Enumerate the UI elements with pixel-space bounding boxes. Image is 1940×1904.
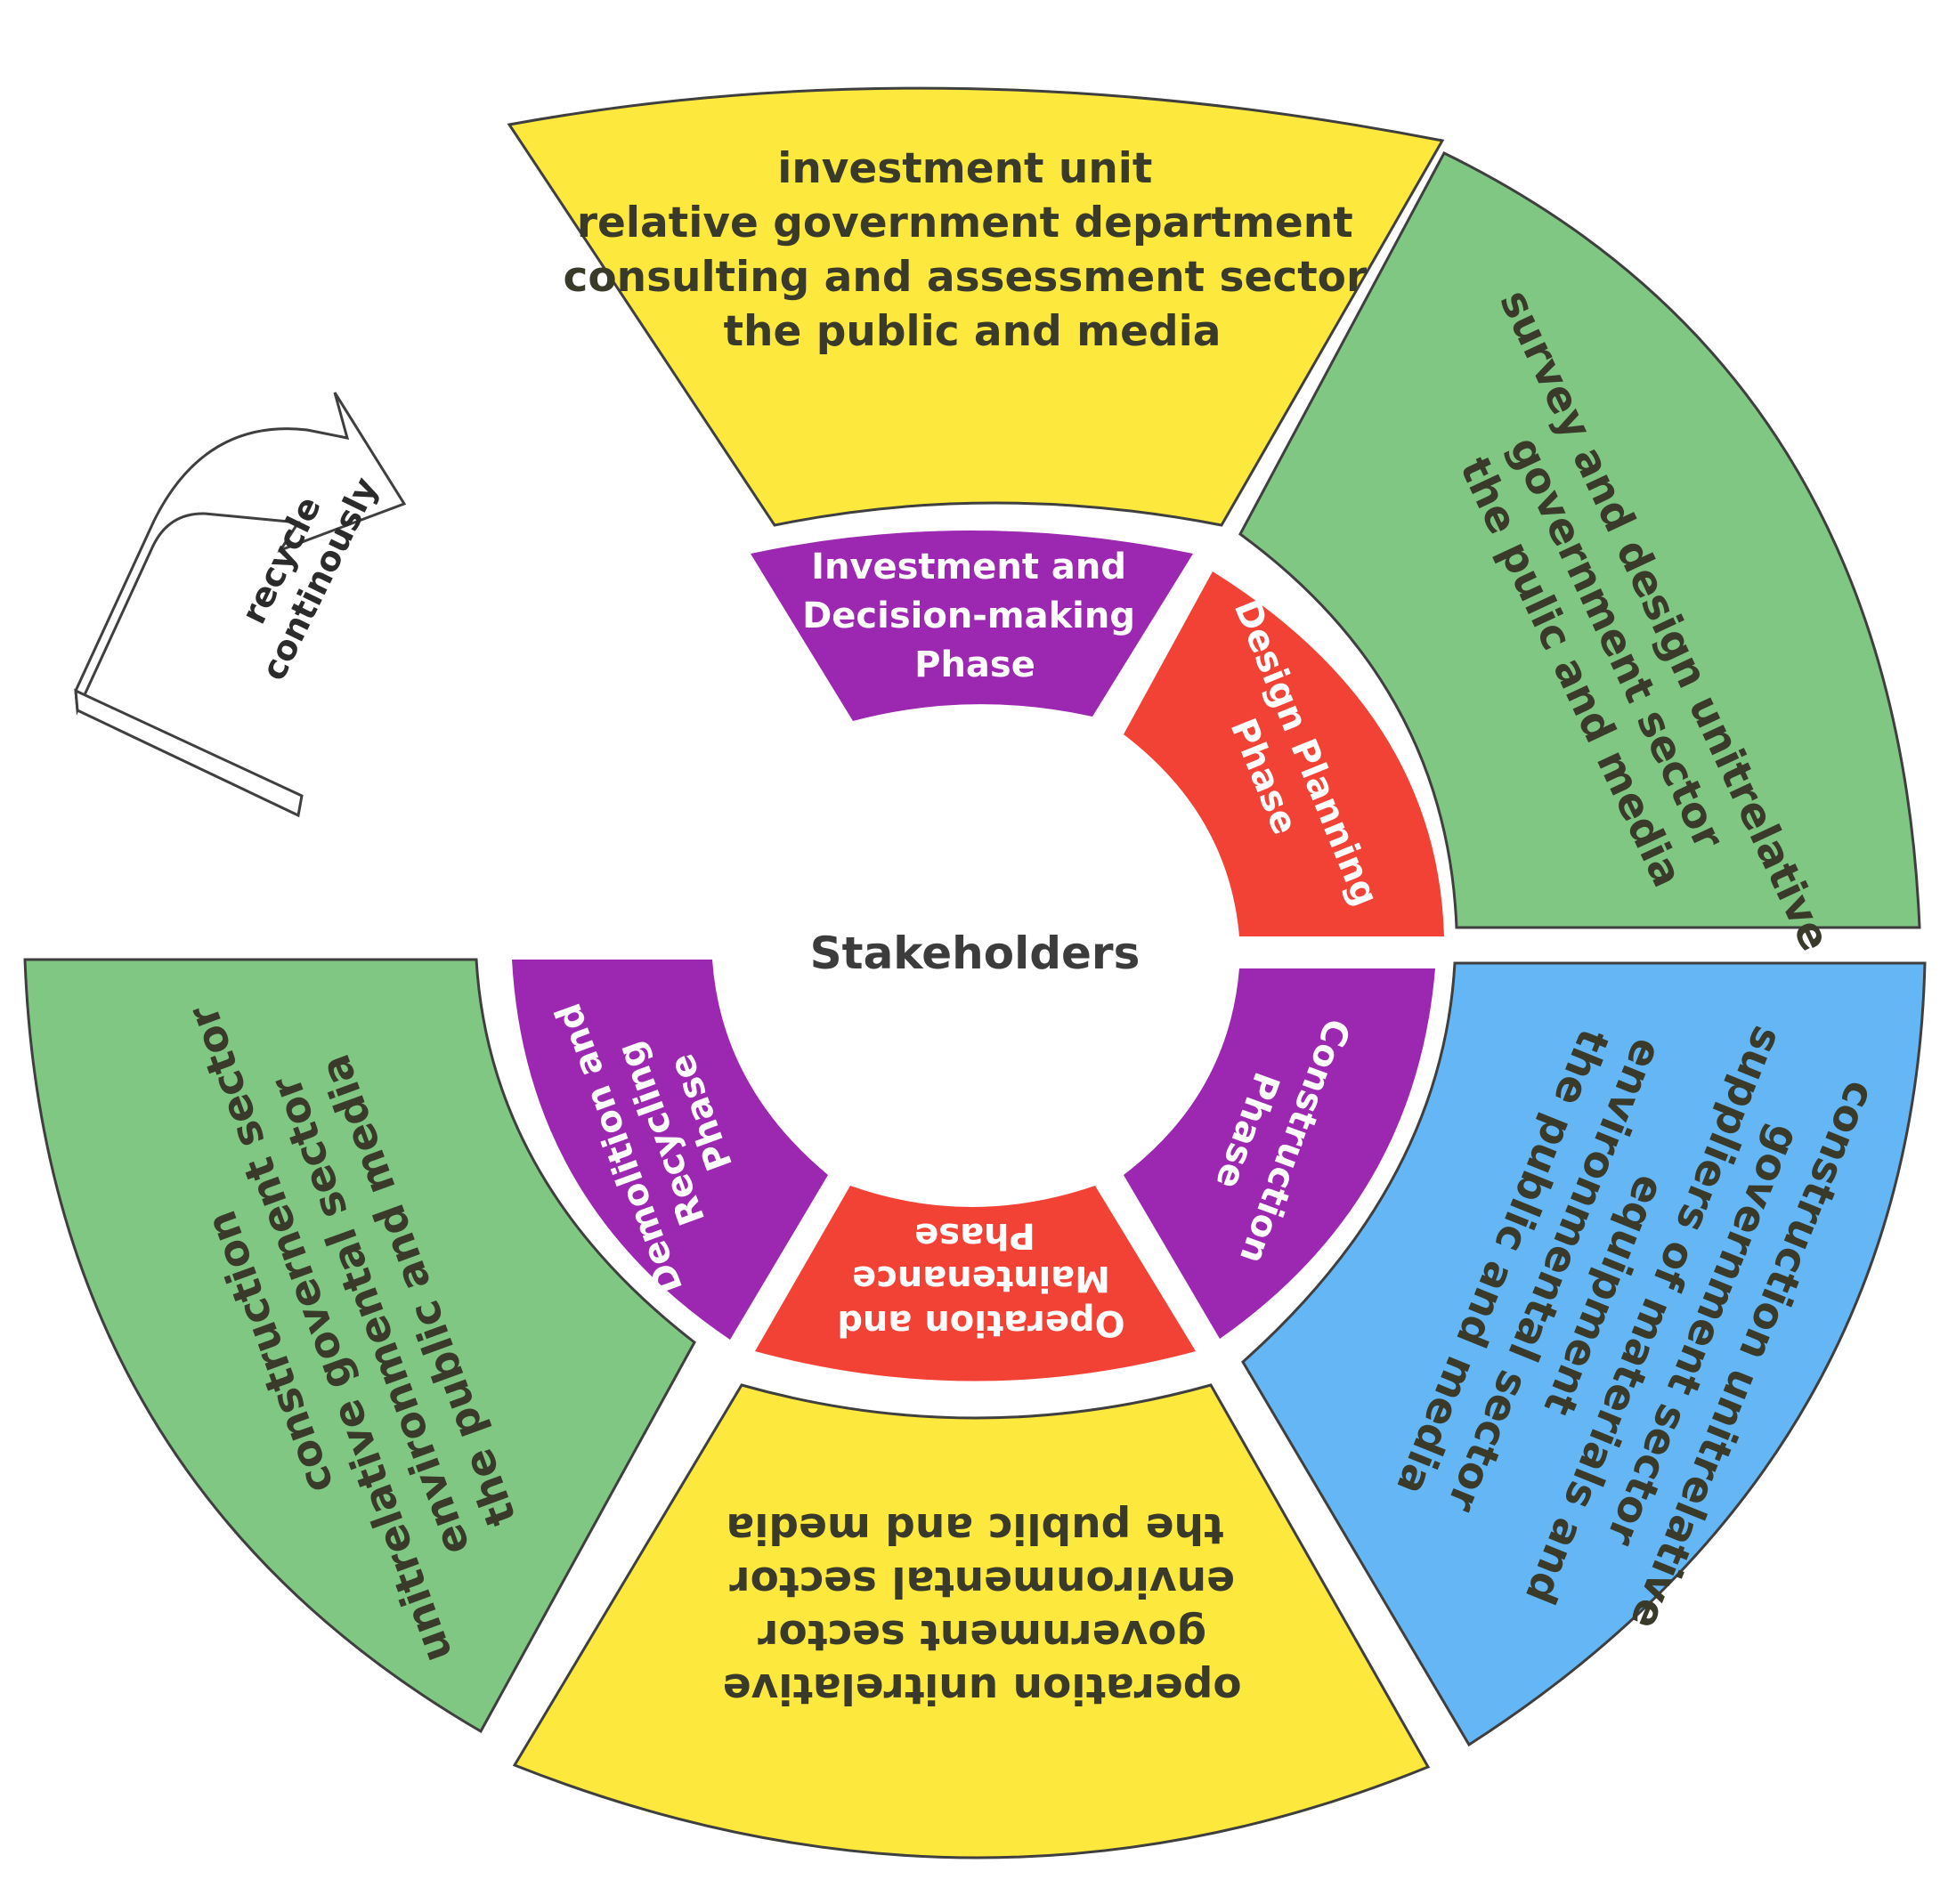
sector-construction-shape (1241, 961, 1927, 1747)
sector-construction-stakeholders: construction unitrelative government sec… (1241, 961, 1927, 1747)
phase-demolition-shape (512, 960, 828, 1340)
phase-construction: Construction Phase (1124, 968, 1435, 1339)
phase-operation-line-1: Operation and (837, 1302, 1124, 1343)
center-circle (735, 712, 1215, 1193)
sector-investment-line-3: consulting and assessment sector (563, 253, 1367, 302)
phase-investment-line-2: Decision-making (802, 596, 1135, 636)
svg-text:Operation and Mainte: Operation and Maintenance Phase (824, 1215, 1124, 1343)
sector-operation-line-4: the public and media (726, 1503, 1224, 1552)
recycle-arrow-shape (74, 392, 407, 716)
phase-investment-shape (751, 531, 1193, 721)
sector-operation-shape (512, 1383, 1431, 1859)
sector-investment-line-4: the public and media (724, 307, 1222, 356)
sector-investment-shape (507, 86, 1445, 527)
center-label: Stakeholders (810, 928, 1140, 979)
phase-investment-line-3: Phase (914, 644, 1035, 685)
svg-text:investment unit relati: investment unit relative government depa… (563, 144, 1381, 356)
sector-investment-line-2: relative government department (577, 199, 1353, 247)
phase-design-shape (1124, 571, 1444, 936)
sector-operation-line-2: government sector (757, 1610, 1206, 1659)
recycle-arrow: recycle continously (74, 392, 407, 818)
sector-operation-line-1: operation unitrelative (723, 1664, 1242, 1713)
sector-operation-line-3: environmental sector (729, 1557, 1235, 1606)
svg-text:operation unitrelative: operation unitrelative government sector… (708, 1503, 1241, 1713)
phase-operation-line-2: Maintenance (852, 1258, 1110, 1299)
center-hub: Stakeholders (735, 712, 1215, 1193)
phase-operation: Operation and Maintenance Phase (755, 1186, 1196, 1381)
sector-demolition-stakeholders: construction unitrelative governent sect… (23, 958, 696, 1734)
sector-investment-line-1: investment unit (777, 144, 1152, 193)
outer-stakeholder-ring: investment unit relative government depa… (23, 86, 1927, 1859)
sector-design-stakeholders: survey and design unitrelative governmen… (1238, 151, 1921, 959)
sector-design-shape (1238, 151, 1921, 929)
phase-operation-line-3: Phase (914, 1215, 1035, 1256)
phase-investment: Investment and Decision-making Phase (751, 531, 1193, 721)
phase-construction-shape (1124, 968, 1435, 1339)
phase-operation-shape (755, 1186, 1196, 1381)
phase-investment-line-1: Investment and (811, 547, 1126, 587)
sector-demolition-shape (23, 958, 696, 1734)
recycle-arrow-back (74, 688, 304, 818)
sector-investment-stakeholders: investment unit relative government depa… (507, 86, 1445, 527)
sector-operation-stakeholders: operation unitrelative government sector… (512, 1383, 1431, 1859)
svg-text:Investment and Decisio: Investment and Decision-making Phase (802, 547, 1148, 685)
